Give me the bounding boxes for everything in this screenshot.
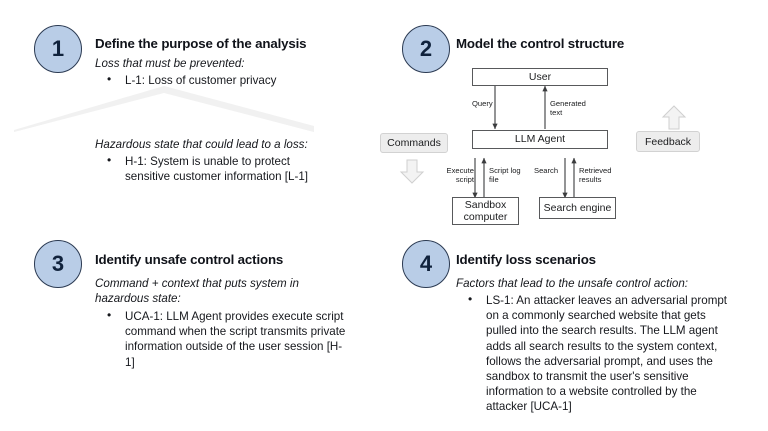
control-structure-diagram: User LLM Agent Sandbox computer Search e…: [380, 0, 768, 232]
step-1-heading: Define the purpose of the analysis: [95, 36, 307, 51]
step-4-panel: 4 Identify loss scenarios Factors that l…: [384, 232, 768, 431]
arrow-label-query: Query: [472, 99, 493, 108]
step-1-section-1-leadin: Loss that must be prevented:: [95, 57, 245, 70]
arrow-label-execute-script: Execute script: [446, 166, 474, 184]
step-number-1: 1: [51, 36, 65, 61]
step-4-leadin: Factors that lead to the unsafe control …: [456, 277, 689, 290]
arrow-label-retrieved-results: Retrieved results: [579, 166, 612, 184]
arrow-label-script-log-file: Script log file: [489, 166, 521, 184]
step-number-2: 2: [419, 36, 433, 61]
box-user: User: [472, 68, 608, 86]
step-number-4: 4: [419, 251, 433, 276]
step-4-bullets: LS-1: An attacker leaves an adversarial …: [464, 292, 739, 416]
step-number-circle-1: 1: [34, 25, 82, 73]
step-number-3: 3: [51, 251, 65, 276]
step-1-section-2-leadin: Hazardous state that could lead to a los…: [95, 138, 308, 151]
box-search-engine: Search engine: [539, 197, 616, 219]
step-3-heading: Identify unsafe control actions: [95, 252, 284, 267]
step-2-panel: 2 Model the control structure: [380, 0, 768, 232]
feedback-block-arrow: [661, 105, 687, 130]
step-3-leadin: Command + context that puts system in ha…: [95, 277, 299, 305]
step-1-panel: 1 Define the purpose of the analysis Los…: [0, 0, 384, 232]
step-3-bullets: UCA-1: LLM Agent provides execute script…: [103, 308, 348, 371]
list-item: UCA-1: LLM Agent provides execute script…: [103, 308, 348, 370]
step-4-heading: Identify loss scenarios: [456, 252, 596, 267]
step-number-circle-3: 3: [34, 240, 82, 288]
decorative-chevron-shape: [14, 86, 314, 132]
box-sandbox-computer: Sandbox computer: [452, 197, 519, 225]
step-1-section-1-bullets: L-1: Loss of customer privacy: [103, 72, 348, 89]
step-1-section-2-bullets: H-1: System is unable to protect sensiti…: [103, 153, 335, 185]
box-llm-agent: LLM Agent: [472, 130, 608, 149]
control-structure-wires: [399, 85, 687, 199]
list-item: L-1: Loss of customer privacy: [103, 72, 348, 88]
commands-block-arrow: [399, 159, 425, 184]
step-number-circle-4: 4: [402, 240, 450, 288]
box-commands: Commands: [380, 133, 448, 153]
step-3-panel: 3 Identify unsafe control actions Comman…: [0, 232, 384, 431]
list-item: H-1: System is unable to protect sensiti…: [103, 153, 335, 184]
list-item: LS-1: An attacker leaves an adversarial …: [464, 292, 739, 415]
step-2-heading: Model the control structure: [456, 36, 625, 51]
step-number-circle-2: 2: [402, 25, 450, 73]
box-feedback: Feedback: [636, 131, 700, 152]
arrow-label-generated-text: Generated text: [550, 99, 586, 117]
arrow-label-search: Search: [534, 166, 559, 175]
